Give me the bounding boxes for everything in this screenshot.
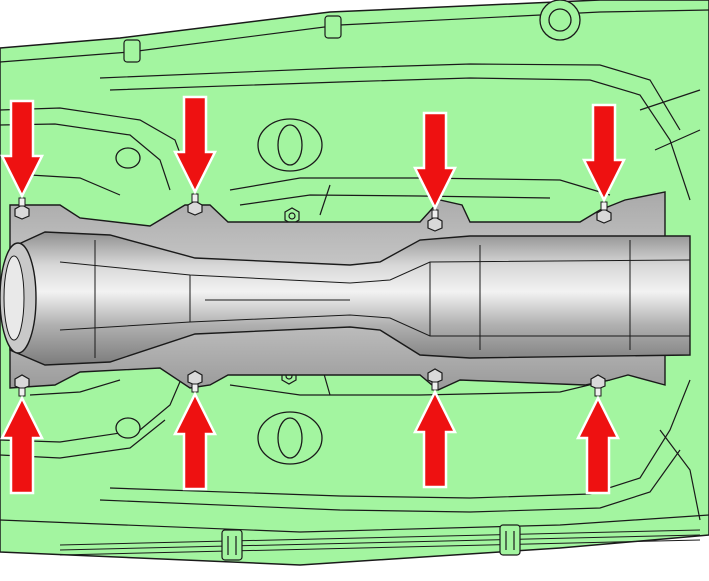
nut-icon	[187, 370, 203, 386]
arrow-down-icon	[412, 111, 458, 211]
arrow-down-icon	[0, 99, 45, 199]
stud-icon	[594, 387, 602, 397]
arrow-up-icon	[172, 391, 218, 491]
nut-icon	[590, 374, 606, 390]
stud-icon	[18, 387, 26, 397]
stud-icon	[18, 197, 26, 207]
arrow-down-icon	[172, 95, 218, 195]
nut-bottom-4	[575, 374, 621, 495]
nut-bottom-3	[412, 368, 458, 489]
stud-icon	[431, 381, 439, 391]
stud-icon	[600, 201, 608, 211]
arrow-up-icon	[412, 389, 458, 489]
nut-bottom-1	[0, 374, 45, 495]
stud-icon	[191, 383, 199, 393]
nut-top-4	[581, 103, 627, 224]
nut-icon	[427, 368, 443, 384]
nut-top-1	[0, 99, 45, 220]
arrow-up-icon	[0, 395, 45, 495]
nut-icon	[14, 374, 30, 390]
stud-icon	[431, 209, 439, 219]
nut-top-2	[172, 95, 218, 216]
arrow-down-icon	[581, 103, 627, 203]
nut-bottom-2	[172, 370, 218, 491]
nut-top-3	[412, 111, 458, 232]
arrow-up-icon	[575, 395, 621, 495]
stud-icon	[191, 193, 199, 203]
heat-shield	[0, 191, 691, 391]
fastener-group	[0, 95, 627, 495]
